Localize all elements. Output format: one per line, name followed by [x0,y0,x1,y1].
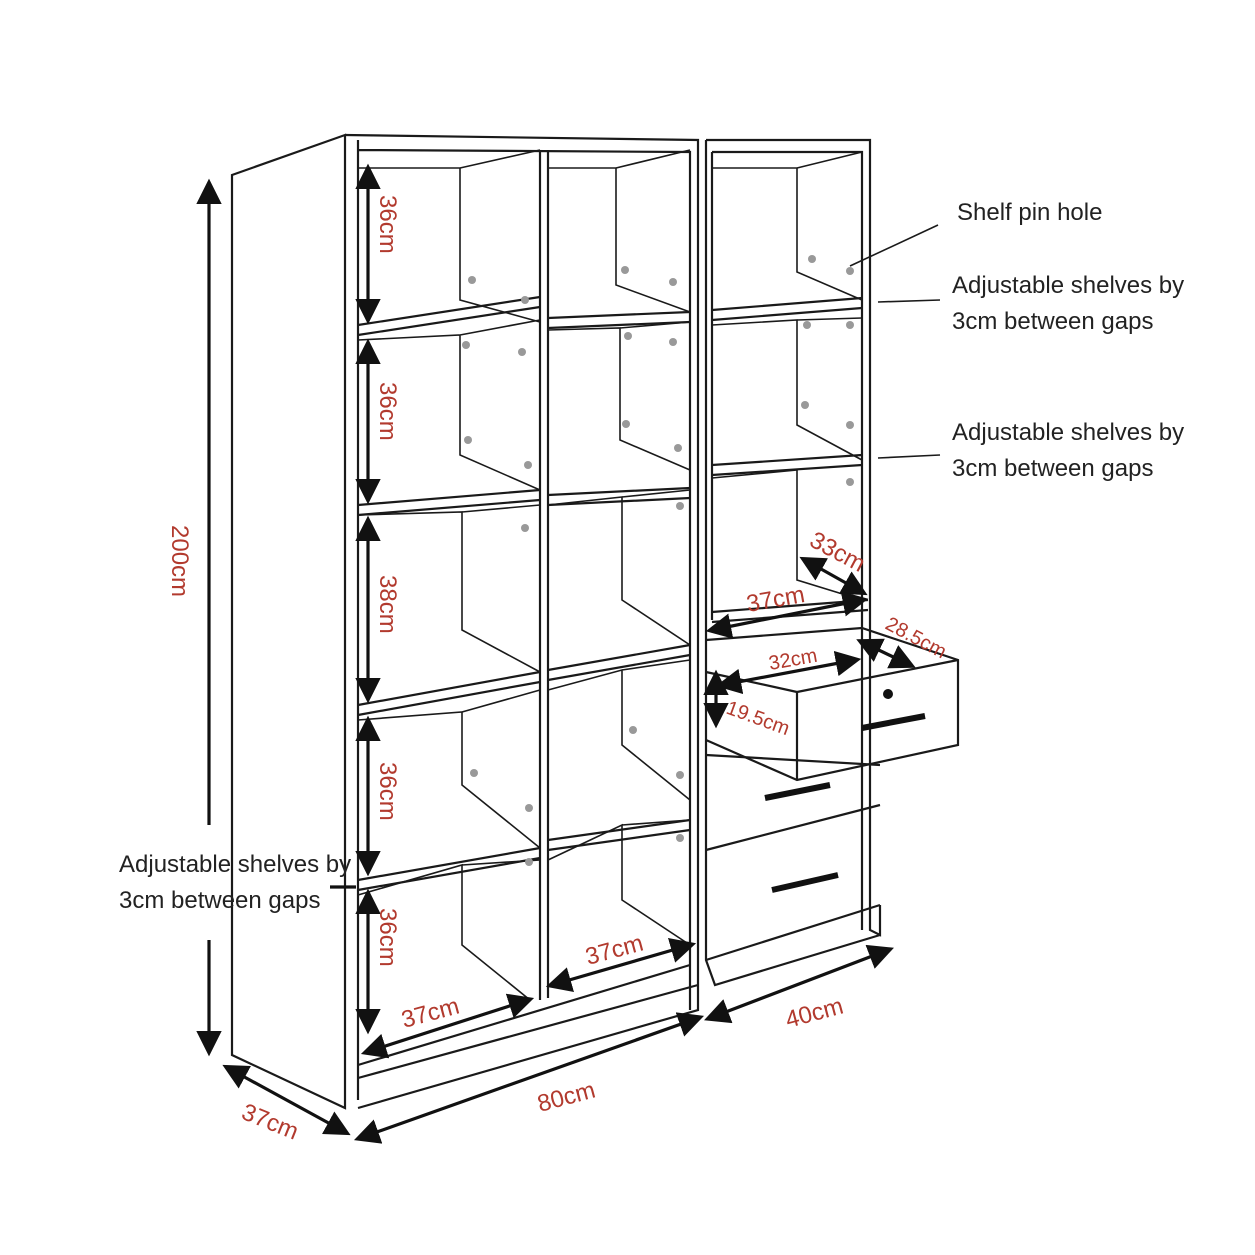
cell-width-left-label: 37cm [399,993,463,1034]
drawer-width-label: 32cm [767,645,819,675]
adjustable-note-1-line1: Adjustable shelves by [952,272,1184,299]
drawer-handle [771,872,839,893]
cell-height-5-label: 36cm [374,908,401,967]
height-total-label: 200cm [166,525,193,597]
drawer-handle [764,782,831,801]
adjustable-note-3-line2: 3cm between gaps [119,887,320,914]
cell-height-4-label: 36cm [374,762,401,821]
cell-height-1-label: 36cm [374,195,401,254]
main-bookcase [230,133,700,1110]
width-side-label: 40cm [783,993,847,1034]
drawer-height-label: 19.5cm [723,697,792,740]
adjustable-note-3-line1: Adjustable shelves by [119,851,351,878]
shelf-pin-hole-note: Shelf pin hole [957,199,1102,226]
width-main-label: 80cm [535,1077,599,1118]
adjustable-note-2-line1: Adjustable shelves by [952,419,1184,446]
adjustable-note-2-line2: 3cm between gaps [952,455,1153,482]
cell-height-2-label: 36cm [374,382,401,441]
cell-height-3-label: 38cm [374,575,401,634]
side-cell-depth-label: 33cm [805,526,869,577]
dimension-arrows [196,163,941,1144]
cell-width-middle-label: 37cm [583,930,647,971]
adjustable-note-1-line2: 3cm between gaps [952,308,1153,335]
drawer-handle [861,713,926,731]
shelf-pin-holes [462,255,854,866]
drawer-lock-icon [883,689,893,699]
depth-label: 37cm [238,1099,303,1146]
